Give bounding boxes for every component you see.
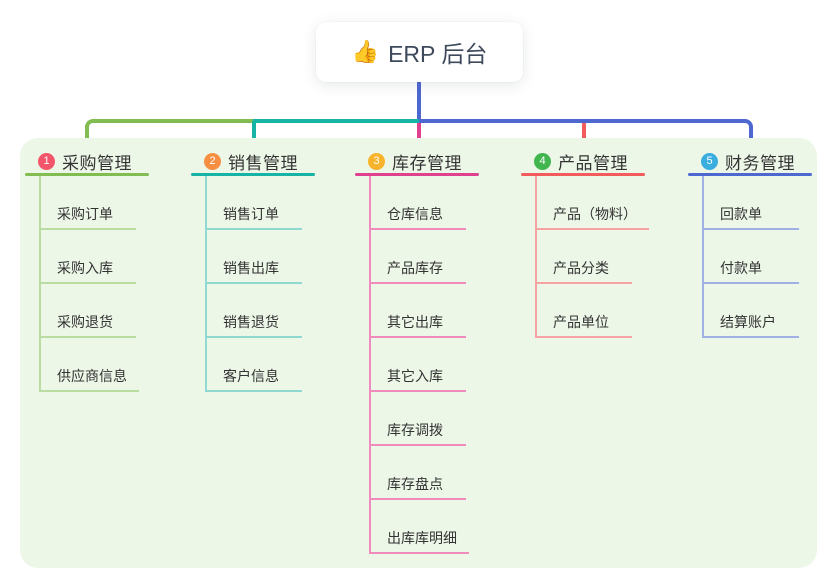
branch-sales: 2 销售管理 销售订单 销售出库 销售退货 客户信息 xyxy=(191,150,315,392)
child-node[interactable]: 付款单 xyxy=(704,230,799,284)
child-node[interactable]: 产品分类 xyxy=(537,230,632,284)
branch-purchase: 1 采购管理 采购订单 采购入库 采购退货 供应商信息 xyxy=(25,150,149,392)
branch1-elbow-connector xyxy=(85,119,255,154)
branch-node-finance[interactable]: 5 财务管理 xyxy=(688,150,812,173)
branch-underline xyxy=(355,173,479,176)
branch-number-badge: 4 xyxy=(534,153,551,170)
branch-underline xyxy=(25,173,149,176)
child-node[interactable]: 库存盘点 xyxy=(371,446,466,500)
child-node[interactable]: 销售退货 xyxy=(207,284,302,338)
child-node[interactable]: 采购退货 xyxy=(41,284,136,338)
root-node-label: ERP 后台 xyxy=(388,41,488,67)
branch-number-badge: 5 xyxy=(701,153,718,170)
root-node-erp[interactable]: 👍 ERP 后台 xyxy=(316,22,523,82)
branch-product: 4 产品管理 产品（物料） 产品分类 产品单位 xyxy=(521,150,649,338)
child-node[interactable]: 回款单 xyxy=(704,176,799,230)
branch-inventory: 3 库存管理 仓库信息 产品库存 其它出库 其它入库 库存调拨 库存盘点 出库库… xyxy=(355,150,479,554)
branch-underline xyxy=(191,173,315,176)
branch-children: 回款单 付款单 结算账户 xyxy=(702,176,812,338)
child-node[interactable]: 库存调拨 xyxy=(371,392,466,446)
branch-number-badge: 2 xyxy=(204,153,221,170)
branch-label: 采购管理 xyxy=(62,154,132,173)
child-node[interactable]: 产品库存 xyxy=(371,230,466,284)
branch5-elbow-connector xyxy=(419,119,753,154)
child-node[interactable]: 供应商信息 xyxy=(41,338,139,392)
branch-finance: 5 财务管理 回款单 付款单 结算账户 xyxy=(688,150,812,338)
child-node[interactable]: 客户信息 xyxy=(207,338,302,392)
branch-node-inventory[interactable]: 3 库存管理 xyxy=(355,150,479,173)
child-node[interactable]: 其它出库 xyxy=(371,284,466,338)
branches-panel xyxy=(20,138,817,568)
child-node[interactable]: 产品（物料） xyxy=(537,176,649,230)
branch-label: 财务管理 xyxy=(725,154,795,173)
thumbs-up-icon: 👍 xyxy=(351,39,380,64)
branch2-bus-connector xyxy=(253,119,421,123)
child-node[interactable]: 采购订单 xyxy=(41,176,136,230)
branch-label: 产品管理 xyxy=(558,154,628,173)
child-node[interactable]: 出库库明细 xyxy=(371,500,469,554)
branch-children: 产品（物料） 产品分类 产品单位 xyxy=(535,176,649,338)
child-node[interactable]: 产品单位 xyxy=(537,284,632,338)
child-node[interactable]: 其它入库 xyxy=(371,338,466,392)
branch-node-product[interactable]: 4 产品管理 xyxy=(521,150,649,173)
branch-children: 销售订单 销售出库 销售退货 客户信息 xyxy=(205,176,315,392)
branch2-drop-connector xyxy=(252,121,256,154)
root-stem-connector xyxy=(417,82,421,121)
branch-label: 库存管理 xyxy=(392,154,462,173)
branch-underline xyxy=(688,173,812,176)
branch-children: 仓库信息 产品库存 其它出库 其它入库 库存调拨 库存盘点 出库库明细 xyxy=(369,176,479,554)
child-node[interactable]: 结算账户 xyxy=(704,284,799,338)
child-node[interactable]: 销售出库 xyxy=(207,230,302,284)
child-node[interactable]: 销售订单 xyxy=(207,176,302,230)
branch-children: 采购订单 采购入库 采购退货 供应商信息 xyxy=(39,176,149,392)
branch-underline xyxy=(521,173,645,176)
branch-node-sales[interactable]: 2 销售管理 xyxy=(191,150,315,173)
branch-number-badge: 1 xyxy=(38,153,55,170)
branch-number-badge: 3 xyxy=(368,153,385,170)
branch-label: 销售管理 xyxy=(228,154,298,173)
child-node[interactable]: 采购入库 xyxy=(41,230,136,284)
child-node[interactable]: 仓库信息 xyxy=(371,176,466,230)
branch-node-purchase[interactable]: 1 采购管理 xyxy=(25,150,149,173)
